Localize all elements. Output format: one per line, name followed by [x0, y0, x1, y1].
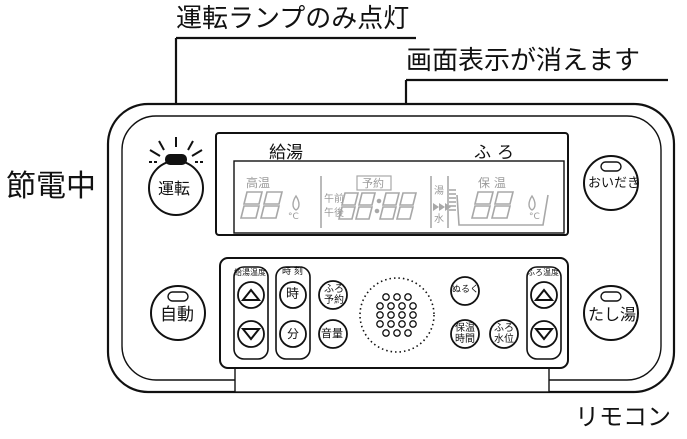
hoon-jikan-button[interactable]: 保温時間	[455, 323, 475, 345]
display-label-gogo: 午後	[324, 208, 344, 219]
kyuto-up-circle	[237, 281, 265, 309]
label-furo-ondo: ふろ温度	[527, 268, 559, 277]
ji-button-circle	[279, 281, 307, 309]
caption-remote: リモコン	[575, 403, 671, 431]
down-arrow-icon	[240, 328, 262, 341]
oidaki-button-circle	[583, 155, 639, 211]
remote-bottom-cover	[234, 367, 550, 393]
ji-button[interactable]: 時	[286, 287, 300, 302]
label-kyuto-ondo: 給湯温度	[234, 268, 266, 277]
nuruku-button[interactable]: ぬるく	[452, 285, 480, 295]
yoyaku-indicator-box	[356, 175, 392, 191]
display-label-mizu: 水	[434, 214, 444, 225]
unten-button[interactable]: 運転	[158, 179, 191, 198]
lamp-rays-icon	[149, 137, 203, 163]
display-label-yu: 湯	[434, 186, 444, 197]
furo-suii-button[interactable]: ふろ水位	[494, 323, 514, 345]
display-frame	[215, 132, 569, 236]
furo-up-circle	[530, 281, 558, 309]
onryo-circle	[318, 319, 348, 349]
display-label-furo: ふろ	[474, 143, 520, 163]
display-label-yoyaku: 予約	[362, 177, 384, 190]
lcd-segments	[239, 176, 549, 228]
down-arrow-icon	[533, 328, 555, 341]
annotation-lamp-only: 運転ランプのみ点灯	[176, 4, 410, 34]
up-arrow-icon	[533, 288, 555, 301]
unten-lamp-lit	[165, 154, 187, 165]
speaker	[360, 278, 434, 352]
flame-icon	[292, 194, 300, 211]
tashiyu-button[interactable]: たし湯	[588, 305, 637, 324]
onryo-button[interactable]: 音量	[321, 327, 343, 340]
furo-yoyaku-button[interactable]: ふろ予約	[324, 284, 344, 306]
kyuto-up-button[interactable]	[238, 282, 264, 308]
annotation-power-saving: 節電中	[6, 169, 96, 204]
annotation-display-off: 画面表示が消えます	[406, 46, 641, 76]
jido-lamp	[167, 291, 189, 302]
fun-button-circle	[279, 320, 307, 348]
display-label-kyuto: 給湯	[269, 143, 303, 163]
speaker-grille-icon	[376, 293, 417, 337]
speaker-outline	[359, 277, 435, 353]
tashiyu-button-circle	[583, 285, 639, 341]
furo-up-button[interactable]	[531, 282, 557, 308]
furo-suii-circle	[489, 319, 519, 349]
up-arrow-icon	[240, 288, 262, 301]
hoon-jikan-circle	[450, 319, 480, 349]
fun-button[interactable]: 分	[287, 327, 300, 341]
label-jikoku: 時 刻	[282, 267, 303, 277]
kyuto-down-circle	[237, 320, 265, 348]
tashiyu-lamp	[600, 291, 622, 302]
display-unit-c1: °C	[288, 212, 299, 222]
jido-button-circle	[150, 285, 206, 341]
jido-button[interactable]: 自動	[160, 305, 194, 325]
oidaki-lamp	[600, 161, 622, 172]
kyuto-down-button[interactable]	[238, 321, 264, 347]
oidaki-button[interactable]: おいだき	[588, 176, 641, 191]
play-arrows-icon	[433, 203, 451, 211]
display-label-hoon: 保 温	[478, 176, 506, 190]
furo-yoyaku-circle	[318, 280, 348, 310]
furo-down-circle	[530, 320, 558, 348]
lcd-area	[233, 160, 565, 234]
nuruku-circle	[450, 276, 480, 306]
display-label-gozen: 午前	[324, 194, 344, 205]
flame-icon	[528, 194, 536, 211]
display-unit-c2: °C	[529, 212, 540, 222]
display-label-koon: 高温	[246, 176, 271, 190]
furo-down-button[interactable]	[531, 321, 557, 347]
